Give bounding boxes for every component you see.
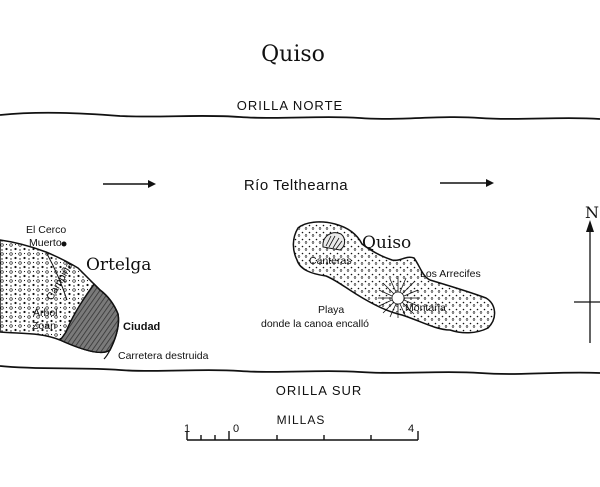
canteras-quarry-icon: [322, 232, 346, 251]
scale-tick-label: 0: [233, 423, 239, 435]
scale-title: MILLAS: [277, 413, 326, 427]
ciudad-area: [58, 282, 120, 354]
montana-label: Montaña: [405, 302, 446, 314]
ortelga-island: [0, 239, 120, 360]
ortelga-name: Ortelga: [86, 255, 151, 275]
carretera-label: Carretera destruida: [118, 350, 209, 362]
arrecifes-label: Los Arrecifes: [420, 268, 481, 280]
campina-path: [45, 251, 68, 301]
south-shore-label: ORILLA SUR: [276, 383, 363, 398]
river-arrow-right-icon: [440, 179, 494, 187]
compass-north-label: N: [585, 203, 599, 222]
montana-mountain-icon: [378, 276, 420, 318]
scale-tick-label: 1: [184, 423, 190, 435]
river-label: Río Telthearna: [244, 177, 348, 194]
south-shore-line: [0, 365, 600, 375]
compass-icon: [574, 220, 600, 343]
quiso-land: [292, 221, 496, 334]
north-shore-label: ORILLA NORTE: [237, 98, 343, 113]
ciudad-label: Ciudad: [123, 321, 160, 333]
scale-bar: [186, 431, 419, 441]
canteras-label: Canteras: [309, 255, 352, 267]
river-arrow-left-icon: [103, 180, 156, 188]
quiso-name: Quiso: [362, 233, 411, 253]
cerco-muerto-label: El Cerco Muerto: [26, 224, 69, 249]
arbol-zoan-label: Árbol Zoán: [32, 306, 60, 332]
north-shore-line: [0, 111, 600, 120]
map-title: Quiso: [261, 42, 325, 67]
playa-label: Playa donde la canoa encalló: [261, 304, 369, 330]
carretera-road: [103, 349, 111, 360]
scale-tick-label: 4: [408, 423, 414, 435]
quiso-island: [292, 221, 496, 334]
cerco-muerto-marker: [61, 241, 67, 247]
